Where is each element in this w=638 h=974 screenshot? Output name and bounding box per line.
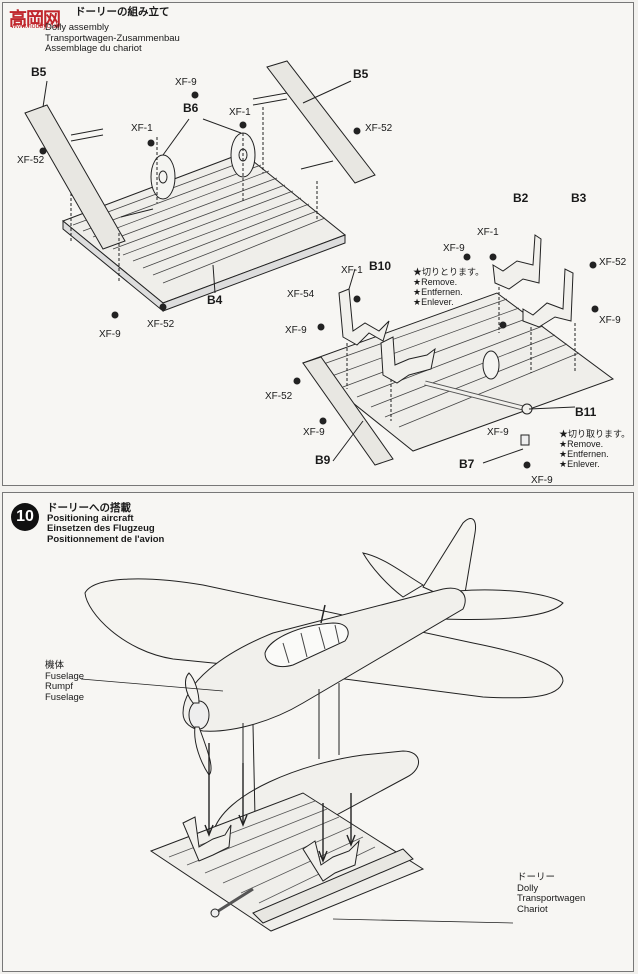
label-b2: B2 (513, 191, 529, 205)
paint-xf9-1: XF-9 (175, 77, 197, 88)
label-b9: B9 (315, 453, 331, 467)
step9-title-de: Transportwagen-Zusammenbau (45, 32, 180, 44)
label-b5-left: B5 (31, 65, 47, 79)
aircraft-positioning-drawing (80, 518, 564, 932)
label-b5-right: B5 (353, 67, 369, 81)
dolly-rail (252, 848, 414, 924)
step10-title: ドーリーへの搭載 Positioning aircraft Einsetzen … (47, 503, 164, 545)
post-b10 (338, 288, 390, 346)
canopy (264, 622, 349, 667)
label-b7: B7 (459, 457, 475, 471)
rail-right-front (302, 356, 394, 466)
paint-xf54: XF-54 (287, 289, 315, 300)
paint-xf9-3: XF-9 (443, 243, 465, 254)
step10-title-en: Positioning aircraft (47, 512, 134, 524)
dolly-base-right (301, 292, 615, 452)
label-b6: B6 (183, 101, 199, 115)
step9-title-fr: Assemblage du chariot (45, 43, 142, 54)
paint-xf52-5: XF-52 (265, 391, 293, 402)
remove-note-1: ★切りとります。 ★Remove. ★Entfernen. ★Enlever. (413, 267, 485, 307)
step10-title-fr: Positionnement de l'avion (47, 533, 165, 545)
paint-xf1-3: XF-1 (477, 227, 499, 238)
step9-title-en: Dolly assembly (45, 22, 109, 33)
step9-subtitles: Dolly assembly Transportwagen-Zusammenba… (45, 22, 180, 55)
dolly-assembly-drawing (24, 60, 615, 469)
post-b2 (492, 234, 542, 290)
paint-xf52-4: XF-52 (599, 257, 627, 268)
paint-xf52-3: XF-52 (147, 319, 175, 330)
fuselage-label: 機体 Fuselage Rumpf Fuselage (45, 660, 85, 703)
paint-xf1-2: XF-1 (131, 123, 153, 134)
logo-text: 高岡网 (9, 9, 61, 30)
paint-xf1-4: XF-1 (341, 265, 363, 276)
paint-xf9-5: XF-9 (285, 325, 307, 336)
logo-url: www.hobbyclub (11, 23, 60, 30)
rail-b5-left (24, 104, 126, 250)
label-b11: B11 (575, 405, 597, 419)
label-b10: B10 (369, 259, 392, 273)
paint-xf9-2: XF-9 (99, 329, 121, 340)
dolly-label: ドーリー Dolly Transportwagen Chariot (517, 872, 586, 915)
label-b3: B3 (571, 191, 587, 205)
paint-xf9-6: XF-9 (303, 427, 325, 438)
tail-fin (422, 518, 476, 606)
propeller-hub (188, 700, 210, 730)
paint-xf52-1: XF-52 (17, 155, 45, 166)
step9-panel: 高岡网 www.hobbyclub ドーリーの組み立て Dolly assemb… (2, 2, 634, 486)
paint-xf9-4: XF-9 (599, 315, 621, 326)
paint-xf1-1: XF-1 (229, 107, 251, 118)
step10-title-jp: ドーリーへの搭載 (47, 502, 131, 514)
paint-xf52-2: XF-52 (365, 123, 393, 134)
step10-panel: 10 ドーリーへの搭載 Positioning aircraft Einsetz… (2, 492, 634, 972)
post-b3 (522, 268, 574, 328)
paint-xf9-7: XF-9 (487, 427, 509, 438)
paint-xf9-8: XF-9 (531, 475, 553, 486)
wheel-b6-left (150, 154, 176, 200)
site-logo: 高岡网 www.hobbyclub (9, 5, 73, 30)
label-b4: B4 (207, 293, 223, 307)
propeller-blade-top (185, 672, 200, 704)
step9-title: ドーリーの組み立て (75, 7, 170, 18)
remove-note-2: ★切り取ります。 ★Remove. ★Entfernen. ★Enlever. (559, 429, 631, 469)
rail-b5-right (266, 60, 376, 184)
step10-number: 10 (11, 503, 39, 531)
step10-title-de: Einsetzen des Flugzeug (47, 523, 155, 534)
step9-title-jp: ドーリーの組み立て (75, 6, 170, 18)
